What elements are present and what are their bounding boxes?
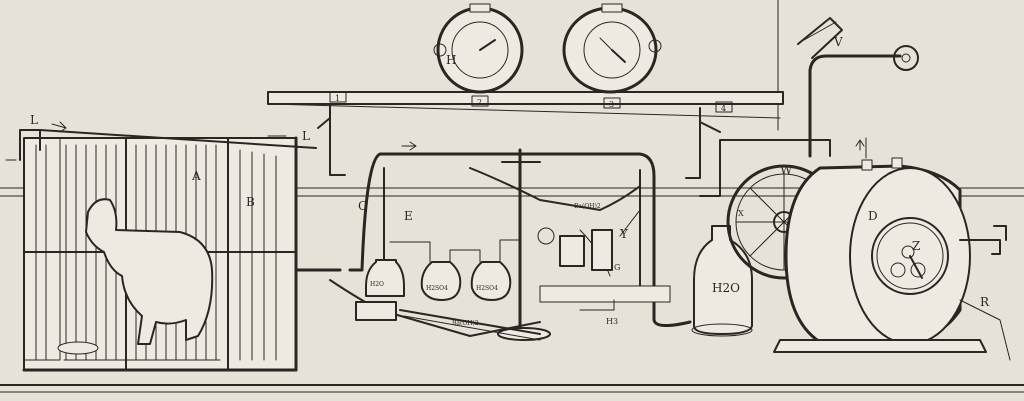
valve-v: [797, 17, 919, 158]
label-water-big: H2O: [712, 281, 740, 295]
shelf-number-2: 2: [477, 98, 482, 107]
label-w: W: [780, 163, 793, 177]
meter-d: [773, 137, 987, 353]
label-baoh-tube: Ba(OH)2: [452, 320, 479, 327]
label-h3: H3: [606, 317, 618, 326]
label-a: A: [191, 169, 201, 183]
label-water-left: H2O: [370, 281, 384, 288]
label-d: D: [868, 209, 878, 223]
label-g: G: [614, 263, 620, 272]
label-l-right: L: [302, 129, 310, 143]
label-v: V: [833, 35, 843, 49]
faucet-r: [959, 225, 1011, 361]
shelf-number-1: 1: [335, 94, 340, 103]
bottle-acid-2: [470, 261, 512, 301]
shelf-number-3: 3: [609, 100, 614, 109]
label-z: Z: [912, 239, 920, 253]
label-y: Y: [619, 227, 629, 241]
label-acid-1: H2SO4: [426, 285, 448, 292]
label-l-left: L: [30, 113, 38, 127]
shelf-number-4: 4: [721, 104, 726, 113]
bottle-water-left: [365, 259, 405, 297]
label-r: R: [980, 295, 990, 309]
gauge-h: [433, 3, 524, 94]
ring-stand: [497, 148, 551, 341]
label-x: X: [738, 209, 744, 218]
middle-apparatus: [537, 227, 671, 311]
gauge-2: [562, 3, 662, 94]
label-acid-2: H2SO4: [476, 285, 498, 292]
label-e: E: [404, 209, 413, 223]
label-h: H: [446, 53, 456, 67]
shelf: [267, 91, 784, 179]
flow-arrows: [5, 121, 865, 161]
bottle-acid-1: [420, 261, 462, 301]
label-c: C: [358, 199, 367, 213]
label-baoh-top: Ba(OH)2: [574, 203, 601, 210]
label-b: B: [246, 195, 255, 209]
tray: [355, 301, 397, 321]
baoh-tube: [399, 309, 541, 335]
cage-a: [22, 136, 298, 372]
